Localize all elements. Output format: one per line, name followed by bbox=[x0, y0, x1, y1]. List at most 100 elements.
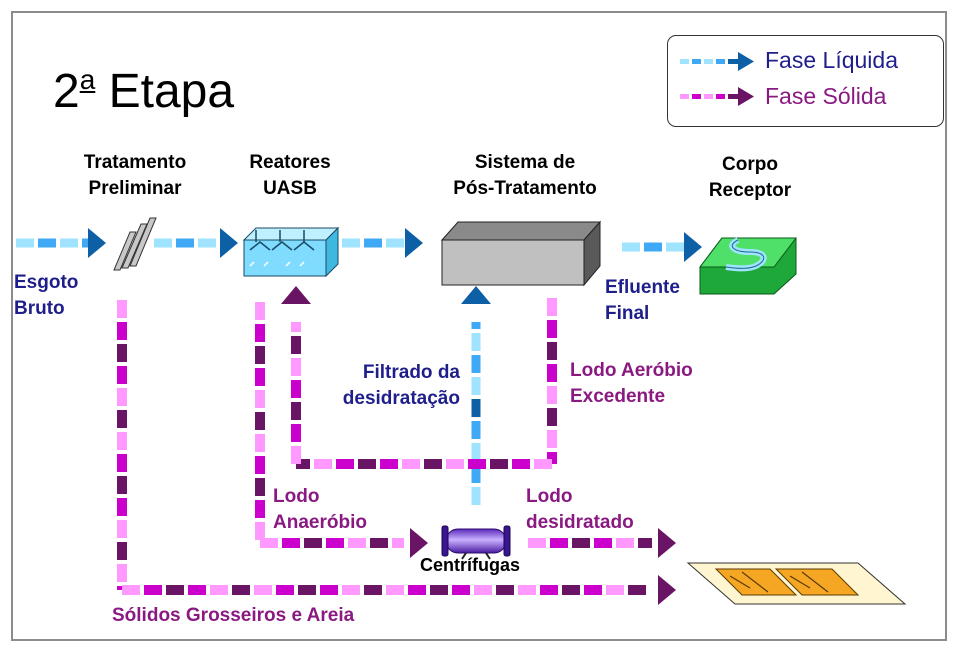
flow-dash-91 bbox=[547, 452, 557, 464]
drying-beds-icon bbox=[686, 562, 907, 605]
flow-dash-93 bbox=[512, 459, 530, 469]
flow-dash-104 bbox=[291, 446, 301, 464]
coarse-solids-label: Sólidos Grosseiros e Areia bbox=[112, 605, 355, 626]
flow-dash-83 bbox=[638, 538, 652, 548]
flow-dash-32 bbox=[117, 520, 127, 538]
flow-dash-108 bbox=[291, 358, 301, 376]
flow-dash-49 bbox=[408, 585, 426, 595]
flow-dash-55 bbox=[540, 585, 558, 595]
to-receptor-arrowhead bbox=[684, 232, 702, 262]
flow-dash-45 bbox=[320, 585, 338, 595]
flow-dash-79 bbox=[550, 538, 568, 548]
flow-dash-13 bbox=[471, 487, 481, 505]
sludge-return-arrowhead bbox=[281, 286, 311, 304]
flow-dash-40 bbox=[210, 585, 228, 595]
flow-dash-26 bbox=[117, 388, 127, 406]
to-uasb-arrowhead bbox=[220, 228, 238, 258]
flow-dash-25 bbox=[117, 366, 127, 384]
flow-dash-19 bbox=[471, 355, 481, 373]
legend: Fase Líquida Fase Sólida bbox=[667, 35, 944, 127]
flow-dash-62 bbox=[255, 346, 265, 364]
flow-dash-48 bbox=[386, 585, 404, 595]
flow-dash-63 bbox=[255, 368, 265, 386]
flow-dash-78 bbox=[528, 538, 546, 548]
flow-dash-14 bbox=[471, 465, 481, 483]
flow-dash-84 bbox=[547, 298, 557, 316]
flow-dash-110 bbox=[291, 322, 301, 332]
flow-dash-71 bbox=[260, 538, 278, 548]
page-title: 2a Etapa bbox=[53, 64, 235, 118]
flow-dash-97 bbox=[424, 459, 442, 469]
flow-arrowheads bbox=[88, 228, 702, 605]
flow-dash-74 bbox=[326, 538, 344, 548]
flow-dash-87 bbox=[547, 364, 557, 382]
flow-dash-67 bbox=[255, 456, 265, 474]
flow-dash-80 bbox=[572, 538, 590, 548]
flow-dash-4 bbox=[154, 238, 172, 248]
bar-screen-icon bbox=[113, 217, 157, 271]
flow-dash-18 bbox=[471, 377, 481, 395]
legend-liquid-arrow-icon bbox=[680, 52, 754, 71]
anaerobic-sludge-arrowhead bbox=[410, 528, 428, 558]
flow-dash-27 bbox=[117, 410, 127, 428]
raw-sewage-arrowhead bbox=[88, 228, 106, 258]
flow-lines bbox=[16, 238, 684, 595]
flow-dash-68 bbox=[255, 478, 265, 496]
flow-dash-109 bbox=[291, 336, 301, 354]
flow-dash-46 bbox=[342, 585, 360, 595]
flow-dash-20 bbox=[471, 333, 481, 351]
flow-dash-22 bbox=[117, 300, 127, 318]
flow-dash-57 bbox=[584, 585, 602, 595]
flow-dash-23 bbox=[117, 322, 127, 340]
flow-dash-10 bbox=[622, 242, 640, 252]
flow-dash-75 bbox=[348, 538, 366, 548]
flow-dash-90 bbox=[547, 430, 557, 448]
flow-dash-54 bbox=[518, 585, 536, 595]
flow-dash-92 bbox=[534, 459, 552, 469]
flow-dash-53 bbox=[496, 585, 514, 595]
flow-dash-29 bbox=[117, 454, 127, 472]
flow-dash-37 bbox=[144, 585, 162, 595]
flow-dash-41 bbox=[232, 585, 250, 595]
receiving-body-icon bbox=[698, 237, 798, 295]
flow-dash-86 bbox=[547, 342, 557, 360]
flow-dash-5 bbox=[176, 238, 194, 248]
centrifuges-label: Centrífugas bbox=[420, 555, 521, 575]
flow-dash-31 bbox=[117, 498, 127, 516]
flow-dash-82 bbox=[616, 538, 634, 548]
flow-dash-95 bbox=[468, 459, 486, 469]
filtrate-return-arrowhead bbox=[461, 286, 491, 304]
flow-dash-52 bbox=[474, 585, 492, 595]
flow-dash-12 bbox=[666, 242, 684, 252]
flow-dash-98 bbox=[402, 459, 420, 469]
uasb-reactor-icon bbox=[242, 226, 340, 278]
centrifuge-icon bbox=[441, 525, 511, 560]
flow-dash-101 bbox=[336, 459, 354, 469]
flow-dash-44 bbox=[298, 585, 316, 595]
flow-dash-8 bbox=[364, 238, 382, 248]
flow-dash-42 bbox=[254, 585, 272, 595]
flow-dash-99 bbox=[380, 459, 398, 469]
flow-dash-65 bbox=[255, 412, 265, 430]
flow-dash-51 bbox=[452, 585, 470, 595]
flow-dash-3 bbox=[82, 238, 88, 248]
flow-dash-9 bbox=[386, 238, 404, 248]
dewatered-sludge-arrowhead bbox=[658, 528, 676, 558]
flow-dash-1 bbox=[38, 238, 56, 248]
flow-dash-70 bbox=[255, 522, 265, 540]
flow-dash-17 bbox=[471, 399, 481, 417]
legend-swatches bbox=[680, 52, 754, 106]
to-post-arrowhead bbox=[405, 228, 423, 258]
flow-dash-94 bbox=[490, 459, 508, 469]
flow-dash-11 bbox=[644, 242, 662, 252]
flow-dash-107 bbox=[291, 380, 301, 398]
